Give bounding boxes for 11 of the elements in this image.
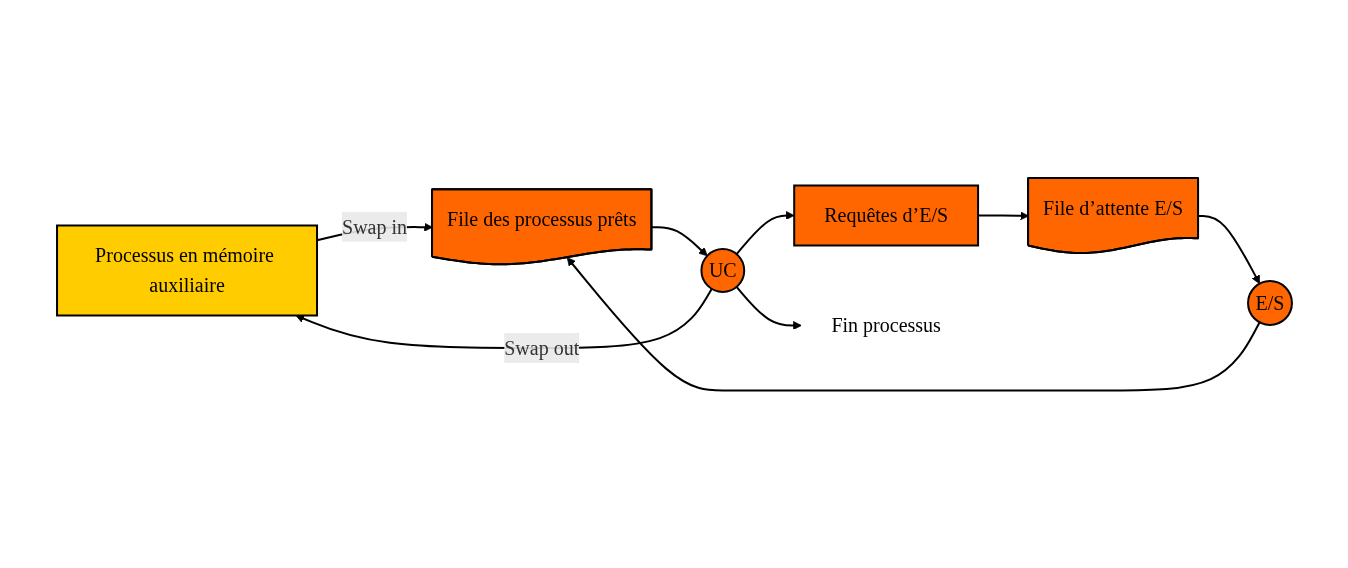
- arrow: [735, 285, 802, 330]
- node-box: Processus en mémoire auxiliaire: [55, 224, 318, 317]
- node-circle: E/S: [1246, 279, 1293, 326]
- arrow: [650, 225, 708, 256]
- edge-label: Swap in: [341, 215, 407, 238]
- node-circle: UC: [699, 247, 745, 293]
- node-text: Fin processus: [830, 314, 941, 337]
- arrow: [1197, 214, 1260, 284]
- arrow: [566, 257, 1261, 392]
- edge-label: Swap out: [503, 336, 579, 359]
- node-box: Requêtes d’E/S: [792, 184, 979, 247]
